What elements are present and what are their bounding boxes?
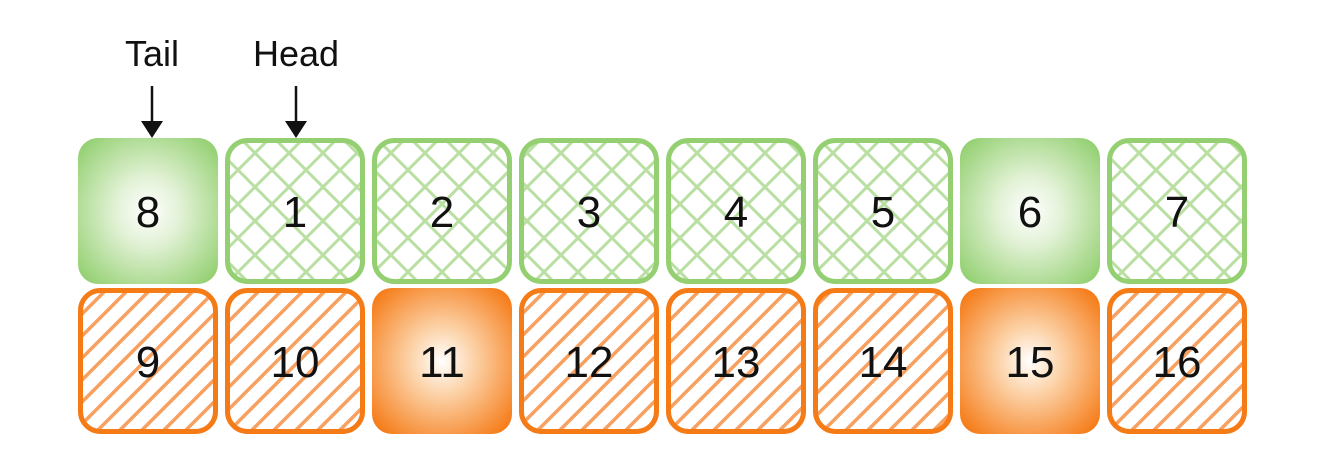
buffer-cell: 7	[1107, 138, 1247, 284]
buffer-cell: 6	[960, 138, 1100, 284]
buffer-cell: 2	[372, 138, 512, 284]
tail-pointer: Tail	[125, 33, 179, 138]
buffer-cell: 9	[78, 288, 218, 434]
green-row: 8 1 2 3 4 5 6 7	[78, 138, 1247, 284]
buffer-cell: 8	[78, 138, 218, 284]
head-pointer: Head	[253, 33, 339, 138]
cell-box	[666, 138, 806, 284]
cell-label: 10	[271, 338, 320, 387]
cell-box	[78, 138, 218, 284]
buffer-cell: 15	[960, 288, 1100, 434]
buffer-cell: 12	[519, 288, 659, 434]
cell-box	[1107, 288, 1247, 434]
cell-label: 7	[1165, 188, 1189, 237]
cell-box	[519, 138, 659, 284]
cell-box	[372, 138, 512, 284]
buffer-cell: 5	[813, 138, 953, 284]
buffer-cell: 16	[1107, 288, 1247, 434]
cell-box	[666, 288, 806, 434]
cell-box	[225, 288, 365, 434]
cell-label: 11	[419, 338, 465, 387]
cell-box	[372, 288, 512, 434]
cell-label: 5	[871, 188, 895, 237]
cell-label: 13	[712, 338, 761, 387]
cell-label: 6	[1018, 188, 1042, 237]
buffer-cell: 11	[372, 288, 512, 434]
cell-box	[960, 288, 1100, 434]
buffer-cell: 10	[225, 288, 365, 434]
cell-label: 8	[136, 188, 160, 237]
head-label: Head	[253, 33, 339, 74]
cell-label: 1	[283, 188, 307, 237]
cell-box	[813, 288, 953, 434]
cell-label: 15	[1006, 338, 1055, 387]
head-arrow-head	[285, 121, 307, 138]
cell-label: 9	[136, 338, 160, 387]
tail-arrow-head	[141, 121, 163, 138]
orange-row: 9 10 11 12 13 14 15 16	[78, 288, 1247, 434]
buffer-cell: 1	[225, 138, 365, 284]
cell-label: 16	[1153, 338, 1202, 387]
cell-box	[225, 138, 365, 284]
cell-label: 4	[724, 188, 748, 237]
cell-box	[519, 288, 659, 434]
cell-box	[1107, 138, 1247, 284]
cell-box	[78, 288, 218, 434]
buffer-cell: 3	[519, 138, 659, 284]
buffer-cell: 13	[666, 288, 806, 434]
tail-label: Tail	[125, 33, 179, 74]
buffer-cell: 4	[666, 138, 806, 284]
cell-label: 14	[859, 338, 908, 387]
cell-box	[960, 138, 1100, 284]
cell-label: 12	[565, 338, 614, 387]
cell-box	[813, 138, 953, 284]
buffer-cell: 14	[813, 288, 953, 434]
cell-label: 3	[577, 188, 601, 237]
cell-label: 2	[430, 188, 454, 237]
